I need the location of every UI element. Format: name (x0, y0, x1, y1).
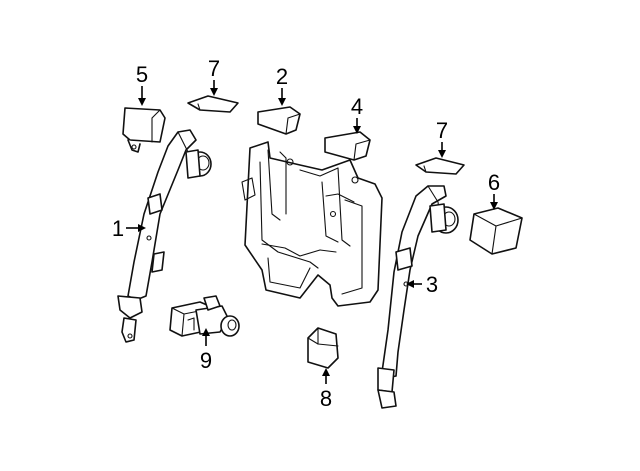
part-8-cover (307, 327, 339, 369)
callout-3: 3 (426, 272, 438, 297)
part-3-seat-belt-retractor (377, 185, 459, 409)
callout-8: 8 (320, 386, 332, 411)
callout-arrows (126, 80, 498, 384)
part-7-trim-left (187, 95, 239, 113)
seat-back-frame (241, 141, 383, 307)
callout-7-right: 7 (436, 118, 448, 143)
callout-5: 5 (136, 62, 148, 87)
callout-7-left: 7 (208, 56, 220, 81)
part-9-buckle-assembly (169, 295, 240, 337)
part-7-trim-right (415, 157, 465, 175)
callout-6: 6 (488, 170, 500, 195)
part-2-headrest-guide (257, 106, 301, 135)
callout-4: 4 (351, 94, 363, 119)
part-1-seat-belt-retractor (117, 129, 212, 343)
part-5-belt-guide-cover (122, 107, 166, 153)
part-6-belt-guide-cover (469, 207, 523, 255)
callout-1: 1 (112, 216, 124, 241)
callout-9: 9 (200, 348, 212, 373)
part-4-headrest-guide (324, 131, 371, 161)
callout-2: 2 (276, 64, 288, 89)
